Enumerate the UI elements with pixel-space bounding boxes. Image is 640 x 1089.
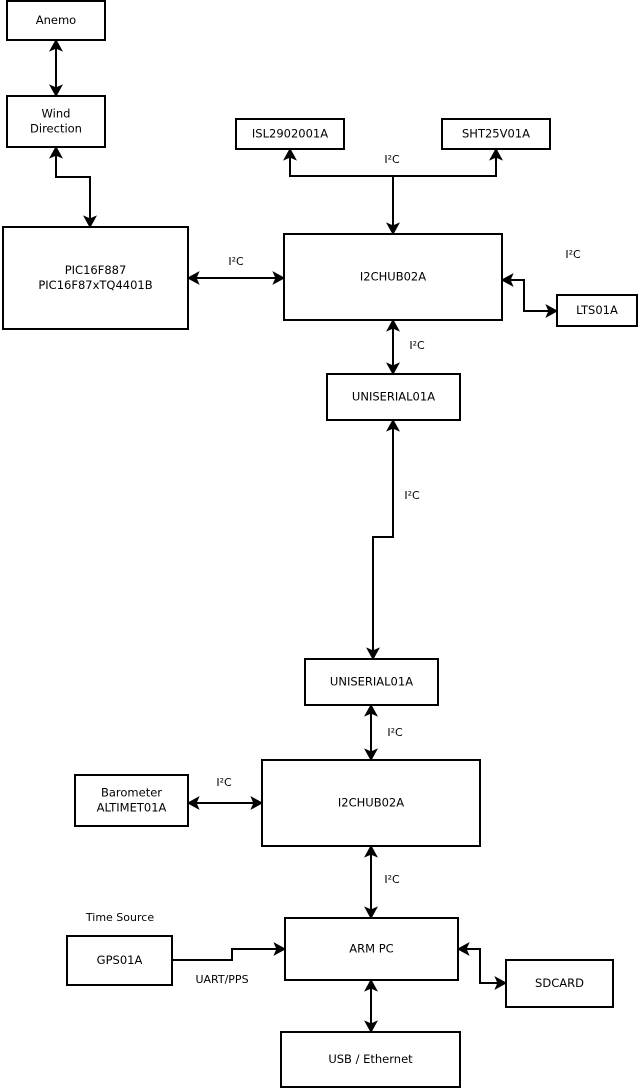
node-label: PIC16F87xTQ4401B	[38, 278, 152, 292]
label-time-source: Time Source	[85, 911, 154, 924]
node-label: ARM PC	[349, 942, 393, 956]
node-gps01a[interactable]: GPS01A	[66, 935, 173, 986]
edge-label: I²C	[384, 873, 400, 886]
edge-e-uniser-link: I²C	[366, 418, 420, 661]
node-box[interactable]	[556, 294, 638, 327]
node-label: PIC16F887	[65, 263, 127, 277]
node-label: I2CHUB02A	[338, 796, 404, 810]
node-box[interactable]	[6, 0, 106, 41]
node-label: UNISERIAL01A	[352, 390, 435, 404]
edge-e-arm-sdcard	[456, 942, 508, 990]
edge-line	[456, 942, 508, 990]
node-isl2902001a[interactable]: ISL2902001A	[235, 118, 345, 150]
node-box[interactable]	[280, 1031, 461, 1088]
edge-e-hub-lts: I²C	[500, 248, 581, 318]
free-label-layer: Time Source	[85, 911, 154, 924]
node-uniserial-bot[interactable]: UNISERIAL01A	[304, 658, 439, 706]
node-label: GPS01A	[97, 953, 143, 967]
node-label: SDCARD	[535, 976, 584, 990]
edge-layer: I²C I²C I²C I²C I²C I²C I²C I²C UART/PPS	[49, 38, 581, 1034]
node-i2chub-top[interactable]: I2CHUB02A	[283, 233, 503, 321]
edge-e-gps-arm: UART/PPS	[172, 942, 287, 986]
node-label: LTS01A	[576, 303, 618, 317]
node-lts01a[interactable]: LTS01A	[556, 294, 638, 327]
node-label: Barometer	[101, 786, 162, 800]
edge-label: I²C	[387, 726, 403, 739]
node-box[interactable]	[6, 95, 106, 148]
edge-line	[49, 145, 97, 229]
edge-e-hub-uniser-top: I²C	[386, 318, 425, 376]
edge-line	[500, 273, 559, 318]
node-label: Wind	[42, 107, 71, 121]
node-box[interactable]	[441, 118, 551, 150]
node-label: I2CHUB02A	[360, 270, 426, 284]
edge-e-hub-arm: I²C	[364, 844, 400, 920]
node-box[interactable]	[505, 959, 614, 1008]
edge-label: UART/PPS	[195, 973, 248, 986]
node-box[interactable]	[304, 658, 439, 706]
node-label: ALTIMET01A	[97, 801, 167, 815]
edge-e-pic-wind	[49, 145, 97, 229]
edge-e-hub-sensors: I²C	[283, 147, 503, 177]
node-box[interactable]	[235, 118, 345, 150]
node-usb-ethernet[interactable]: USB / Ethernet	[280, 1031, 461, 1088]
edge-label: I²C	[228, 255, 244, 268]
node-sht25v01a[interactable]: SHT25V01A	[441, 118, 551, 150]
node-label: ISL2902001A	[252, 127, 328, 141]
node-label: Direction	[30, 122, 82, 136]
edge-line	[366, 418, 400, 661]
edge-e-baro-hub: I²C	[186, 776, 264, 810]
edge-label: I²C	[384, 153, 400, 166]
edge-label: I²C	[565, 248, 581, 261]
node-label: USB / Ethernet	[328, 1052, 413, 1066]
node-box[interactable]	[66, 935, 173, 986]
node-anemo[interactable]: Anemo	[6, 0, 106, 41]
node-uniserial-top[interactable]: UNISERIAL01A	[326, 373, 461, 421]
edge-label: I²C	[404, 489, 420, 502]
node-box[interactable]	[283, 233, 503, 321]
node-box[interactable]	[261, 759, 481, 847]
node-box[interactable]	[2, 226, 189, 330]
node-sdcard[interactable]: SDCARD	[505, 959, 614, 1008]
edge-e-uniser-hub-bot: I²C	[364, 703, 403, 762]
edge-line	[172, 942, 287, 961]
edge-label: I²C	[216, 776, 232, 789]
node-i2chub-bot[interactable]: I2CHUB02A	[261, 759, 481, 847]
node-box[interactable]	[326, 373, 461, 421]
node-box[interactable]	[284, 917, 459, 981]
node-box[interactable]	[74, 774, 189, 827]
edge-label: I²C	[409, 339, 425, 352]
edge-e-pic-hub: I²C	[186, 255, 286, 285]
node-arm-pc[interactable]: ARM PC	[284, 917, 459, 981]
node-label: UNISERIAL01A	[330, 675, 413, 689]
node-label: SHT25V01A	[462, 127, 530, 141]
node-label: Anemo	[36, 13, 76, 27]
